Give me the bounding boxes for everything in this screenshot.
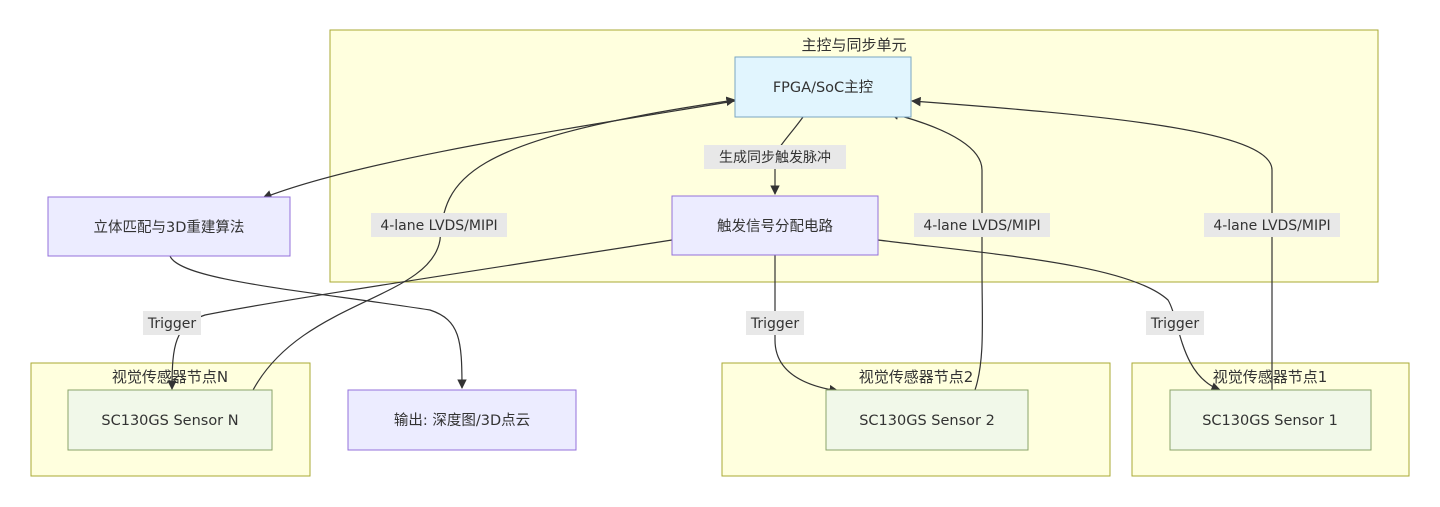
edge-sensor-n-to-fpga — [251, 96, 736, 393]
svg-text:Trigger: Trigger — [147, 316, 197, 332]
edge-trigger-to-sensor-2 — [774, 255, 839, 395]
edge-stereo-to-output — [169, 255, 467, 389]
node-sensor-1[interactable]: SC130GS Sensor 1 — [1169, 389, 1372, 451]
svg-text:FPGA/SoC主控: FPGA/SoC主控 — [773, 79, 873, 96]
cluster-title-node-1: 视觉传感器节点1 — [1213, 368, 1328, 386]
cluster-title-node-n: 视觉传感器节点N — [112, 368, 228, 386]
svg-text:Trigger: Trigger — [1150, 316, 1200, 332]
svg-text:4-lane LVDS/MIPI: 4-lane LVDS/MIPI — [380, 218, 497, 234]
edge-label-trigger-n: Trigger — [143, 311, 201, 335]
edge-label-lvds-1: 4-lane LVDS/MIPI — [1204, 213, 1340, 237]
node-output-depth-pointcloud[interactable]: 输出: 深度图/3D点云 — [347, 389, 577, 451]
svg-text:Trigger: Trigger — [750, 316, 800, 332]
cluster-title-master: 主控与同步单元 — [801, 36, 906, 54]
node-fpga-soc-master[interactable]: FPGA/SoC主控 — [734, 56, 912, 118]
svg-text:立体匹配与3D重建算法: 立体匹配与3D重建算法 — [94, 219, 245, 236]
svg-text:SC130GS Sensor N: SC130GS Sensor N — [101, 413, 238, 429]
edge-label-lvds-n: 4-lane LVDS/MIPI — [371, 213, 507, 237]
svg-text:触发信号分配电路: 触发信号分配电路 — [717, 218, 833, 235]
edge-trigger-to-sensor-n — [167, 239, 673, 390]
node-sensor-2[interactable]: SC130GS Sensor 2 — [825, 389, 1029, 451]
svg-text:4-lane LVDS/MIPI: 4-lane LVDS/MIPI — [923, 218, 1040, 234]
edge-fpga-to-stereo — [262, 100, 736, 200]
edge-sensor-2-to-fpga — [889, 110, 984, 391]
node-trigger-distribution[interactable]: 触发信号分配电路 — [671, 195, 879, 256]
svg-text:SC130GS Sensor 2: SC130GS Sensor 2 — [859, 413, 995, 429]
edge-label-sync-pulse: 生成同步触发脉冲 — [704, 145, 846, 169]
svg-text:输出: 深度图/3D点云: 输出: 深度图/3D点云 — [394, 412, 530, 429]
edge-label-lvds-2: 4-lane LVDS/MIPI — [914, 213, 1050, 237]
edge-trigger-to-sensor-1 — [877, 239, 1221, 392]
svg-text:4-lane LVDS/MIPI: 4-lane LVDS/MIPI — [1213, 218, 1330, 234]
svg-text:生成同步触发脉冲: 生成同步触发脉冲 — [719, 150, 831, 166]
node-stereo-matching[interactable]: 立体匹配与3D重建算法 — [47, 196, 291, 257]
cluster-title-node-2: 视觉传感器节点2 — [859, 368, 974, 386]
node-sensor-n[interactable]: SC130GS Sensor N — [67, 389, 273, 451]
edge-label-trigger-1: Trigger — [1146, 311, 1204, 335]
svg-text:SC130GS Sensor 1: SC130GS Sensor 1 — [1202, 413, 1338, 429]
edge-label-trigger-2: Trigger — [746, 311, 804, 335]
edge-sensor-1-to-fpga — [911, 96, 1273, 390]
